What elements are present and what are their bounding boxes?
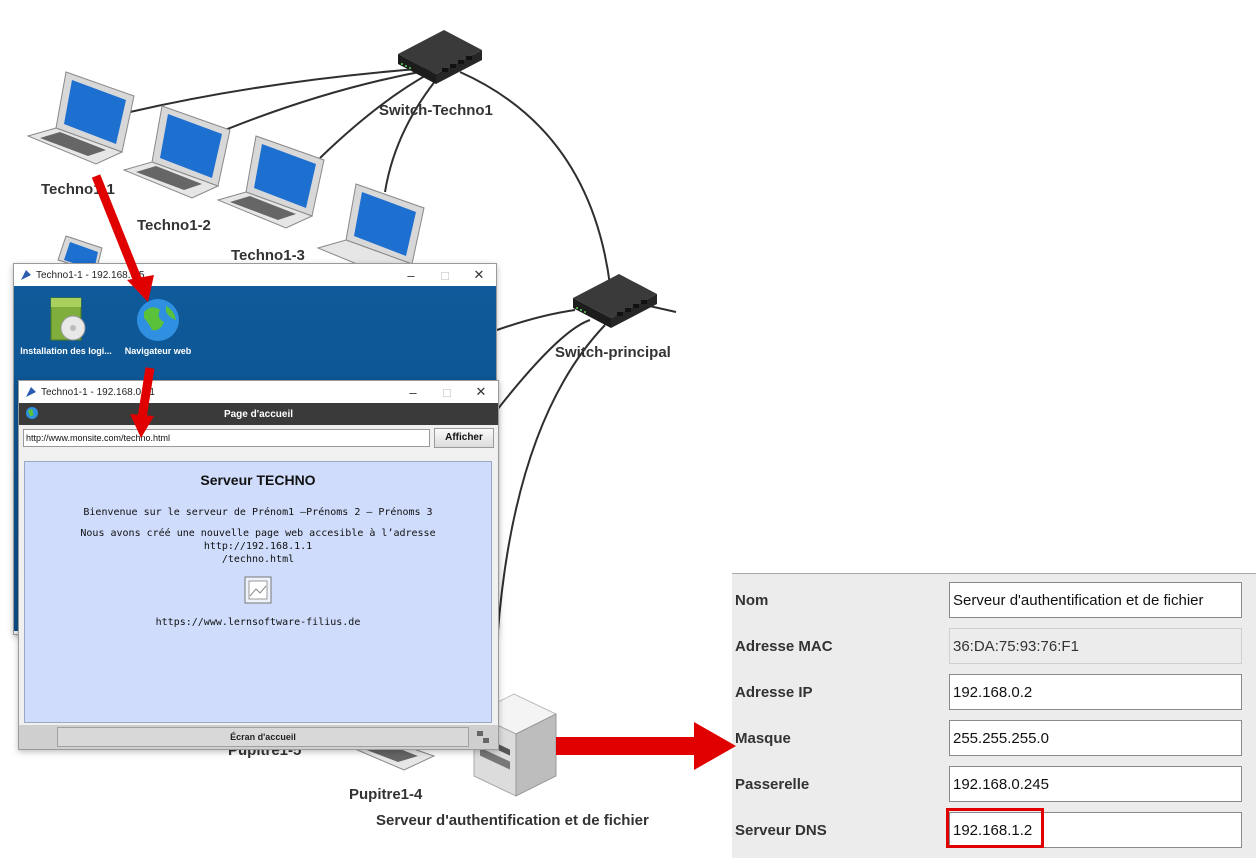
close-button[interactable]: ✕ — [475, 384, 487, 399]
ip-field[interactable]: 192.168.0.2 — [949, 674, 1242, 710]
arrow-shaft-3 — [556, 737, 696, 755]
properties-panel: Nom Serveur d'authentification et de fic… — [732, 573, 1256, 858]
mask-field[interactable]: 255.255.255.0 — [949, 720, 1242, 756]
web-browser-label: Navigateur web — [124, 346, 192, 356]
page-link[interactable]: https://www.lernsoftware-filius.de — [155, 617, 361, 628]
page-welcome-text: Bienvenue sur le serveur de Prénom1 –Pré… — [83, 507, 433, 518]
prop-row-mac: Adresse MAC 36:DA:75:93:76:F1 — [732, 624, 1256, 670]
globe-icon — [26, 407, 38, 419]
dns-label: Serveur DNS — [735, 822, 827, 839]
desktop-window-title: Techno1-1 - 192.168.0.5 — [36, 269, 145, 281]
address-bar: http://www.monsite.com/techno.html Affic… — [19, 425, 498, 451]
prop-row-dns: Serveur DNS 192.168.1.2 — [732, 808, 1256, 854]
web-page: Serveur TECHNO Bienvenue sur le serveur … — [24, 461, 492, 723]
browser-window-title: Techno1-1 - 192.168.0.51 — [41, 386, 155, 398]
switch-techno1-label: Switch-Techno1 — [379, 102, 493, 119]
mask-label: Masque — [735, 730, 791, 747]
prop-row-name: Nom Serveur d'authentification et de fic… — [732, 578, 1256, 624]
network-status-icon — [477, 731, 489, 743]
browser-header-title: Page d'accueil — [223, 408, 294, 420]
filius-app-icon — [21, 270, 31, 280]
page-heading: Serveur TECHNO — [200, 472, 316, 488]
laptop-partial-icon[interactable] — [52, 232, 112, 268]
mac-label: Adresse MAC — [735, 638, 833, 655]
switch-principal-label: Switch-principal — [555, 344, 671, 361]
filius-app-icon — [26, 387, 36, 397]
software-box-icon — [50, 297, 86, 341]
laptop-techno1-2-label: Techno1-2 — [137, 217, 211, 234]
web-browser-shortcut[interactable]: Navigateur web — [98, 296, 218, 356]
display-button[interactable]: Afficher — [434, 428, 494, 448]
mac-field: 36:DA:75:93:76:F1 — [949, 628, 1242, 664]
arrow-head-3 — [694, 722, 736, 770]
dns-highlight-box — [946, 808, 1044, 848]
name-field[interactable]: Serveur d'authentification et de fichier — [949, 582, 1242, 618]
software-install-shortcut[interactable]: Installation des logi... — [6, 296, 126, 356]
server-label: Serveur d'authentification et de fichier — [376, 812, 649, 829]
url-input[interactable]: http://www.monsite.com/techno.html — [23, 429, 430, 447]
name-label: Nom — [735, 592, 769, 609]
switch-principal-icon[interactable] — [565, 266, 661, 332]
broken-image-icon — [244, 576, 272, 604]
laptop-techno1-2-icon[interactable] — [122, 100, 234, 200]
laptop-techno1-3-label: Techno1-3 — [231, 247, 305, 264]
page-info-text-cont: /techno.html — [221, 554, 295, 565]
dns-field[interactable]: 192.168.1.2 — [949, 812, 1242, 848]
ip-label: Adresse IP — [735, 684, 813, 701]
prop-row-gateway: Passerelle 192.168.0.245 — [732, 762, 1256, 808]
minimize-button[interactable]: – — [409, 384, 417, 400]
laptop-pupitre1-4-label: Pupitre1-4 — [349, 786, 423, 803]
laptop-techno1-1-icon[interactable] — [26, 66, 138, 166]
prop-row-mask: Masque 255.255.255.0 — [732, 716, 1256, 762]
maximize-button[interactable]: □ — [443, 384, 451, 400]
arrow-head-2 — [130, 414, 154, 438]
page-info-text: Nous avons créé une nouvelle page web ac… — [80, 528, 436, 552]
maximize-button[interactable]: □ — [441, 267, 449, 283]
software-install-label: Installation des logi... — [20, 346, 112, 356]
prop-row-ip: Adresse IP 192.168.0.2 — [732, 670, 1256, 716]
arrow-head-1 — [127, 275, 154, 302]
gateway-label: Passerelle — [735, 776, 810, 793]
home-screen-button[interactable]: Écran d'accueil — [57, 727, 469, 747]
minimize-button[interactable]: – — [407, 267, 415, 283]
globe-icon — [137, 299, 179, 341]
browser-titlebar[interactable]: Techno1-1 - 192.168.0.51 – □ ✕ — [19, 381, 498, 403]
browser-status-bar: Écran d'accueil — [19, 725, 498, 749]
switch-techno1-icon[interactable] — [390, 22, 486, 88]
laptop-techno1-3-icon[interactable] — [216, 130, 328, 230]
close-button[interactable]: ✕ — [473, 267, 485, 282]
gateway-field[interactable]: 192.168.0.245 — [949, 766, 1242, 802]
